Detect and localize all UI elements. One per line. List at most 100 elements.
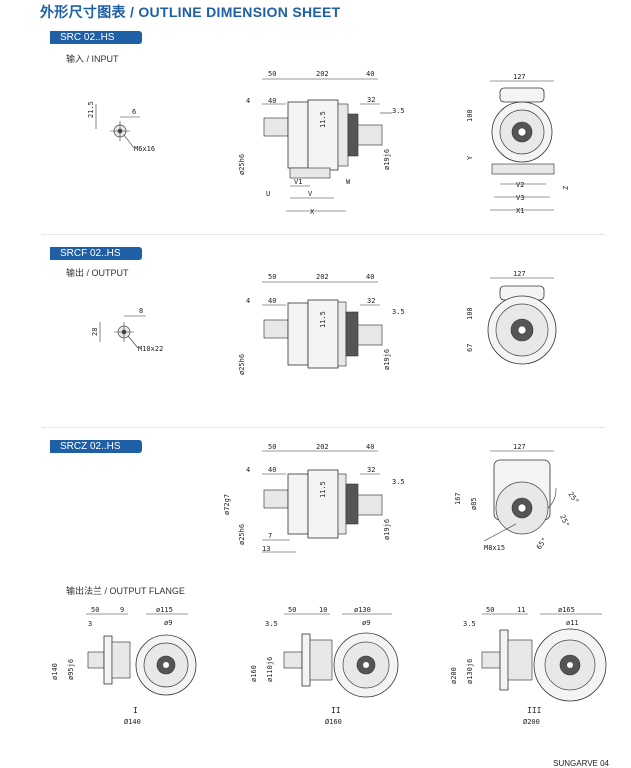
dim-label: 11 bbox=[517, 606, 525, 614]
dim-label: 6 bbox=[132, 108, 136, 116]
dim-label: 25° bbox=[558, 513, 571, 528]
dim-label: 50 bbox=[91, 606, 99, 614]
dim-label: 4 bbox=[246, 297, 250, 305]
dim-label: ø130j6 bbox=[466, 659, 474, 684]
page-title: 外形尺寸图表 / OUTLINE DIMENSION SHEET bbox=[40, 4, 341, 20]
srcf-front-view: 50 202 40 4 40 32 3.5 11.5 ø25h6 ø19j6 bbox=[238, 273, 405, 375]
dim-label: Z bbox=[562, 186, 570, 190]
dim-label: 3.5 bbox=[392, 308, 405, 316]
dim-label: V bbox=[308, 190, 313, 198]
dim-label: 32 bbox=[367, 96, 375, 104]
section-divider bbox=[42, 427, 605, 428]
dim-label: X1 bbox=[516, 207, 524, 215]
dim-label: M8x15 bbox=[484, 544, 505, 552]
dim-label: 40 bbox=[366, 443, 374, 451]
dim-label: ø85 bbox=[470, 497, 478, 510]
srcz-front-view: 50 202 40 4 40 32 3.5 11.5 ø72g7 ø25h6 ø… bbox=[223, 443, 405, 553]
dim-label: 13 bbox=[262, 545, 270, 553]
dim-label: ø200 bbox=[450, 667, 458, 684]
dim-label: 65° bbox=[535, 536, 549, 551]
flange-roman: I bbox=[133, 706, 138, 715]
dim-label: 3.5 bbox=[392, 107, 405, 115]
dim-label: X bbox=[310, 208, 315, 216]
dim-label: 8 bbox=[139, 307, 143, 315]
dim-label: ø130 bbox=[354, 606, 371, 614]
dim-label: ø11 bbox=[566, 619, 579, 627]
flange-diameter: Ø160 bbox=[325, 718, 342, 726]
dim-label: 202 bbox=[316, 70, 329, 78]
dim-label: V1 bbox=[294, 178, 302, 186]
dim-label: 50 bbox=[486, 606, 494, 614]
dim-label: ø25h6 bbox=[238, 524, 246, 545]
flange-diameter: Ø200 bbox=[523, 718, 540, 726]
dim-label: ø9 bbox=[362, 619, 370, 627]
flange-i-drawing: 50 9 ø115 3 ø9 ø140 ø95j6 I Ø140 bbox=[51, 606, 197, 726]
dim-label: U bbox=[266, 190, 270, 198]
dim-label: 40 bbox=[268, 97, 276, 105]
dim-label: W bbox=[346, 178, 351, 186]
dim-label: 21.5 bbox=[87, 101, 95, 118]
dim-label: 40 bbox=[268, 466, 276, 474]
dim-label: M10x22 bbox=[138, 345, 163, 353]
dim-label: 3.5 bbox=[265, 620, 278, 628]
dim-label: ø25h6 bbox=[238, 354, 246, 375]
dim-label: ø160 bbox=[250, 665, 258, 682]
dim-label: 167 bbox=[454, 492, 462, 505]
dim-label: 127 bbox=[513, 443, 526, 451]
flange-roman: II bbox=[331, 706, 341, 715]
dim-label: ø19j6 bbox=[383, 149, 391, 170]
dim-label: 127 bbox=[513, 73, 526, 81]
flange-section-title: 输出法兰 / OUTPUT FLANGE bbox=[66, 586, 185, 596]
dim-label: ø140 bbox=[51, 663, 59, 680]
dim-label: 3.5 bbox=[463, 620, 476, 628]
dim-label: 50 bbox=[288, 606, 296, 614]
src-key-detail: 21.5 6 M6x16 bbox=[87, 101, 155, 153]
dim-label: 11.5 bbox=[319, 481, 327, 498]
dim-label: 3.5 bbox=[392, 478, 405, 486]
src-side-view: 127 100 Y V2 V3 X1 Z bbox=[466, 73, 570, 215]
dim-label: ø25h6 bbox=[238, 154, 246, 175]
dim-label: V2 bbox=[516, 181, 524, 189]
dim-label: ø110j6 bbox=[266, 657, 274, 682]
dim-label: 11.5 bbox=[319, 111, 327, 128]
dim-label: 11.5 bbox=[319, 311, 327, 328]
dim-label: 3 bbox=[88, 620, 92, 628]
dim-label: 32 bbox=[367, 297, 375, 305]
dim-label: ø95j6 bbox=[67, 659, 75, 680]
section-subtitle-output: 输出 / OUTPUT bbox=[66, 268, 129, 278]
dim-label: ø165 bbox=[558, 606, 575, 614]
dim-label: V3 bbox=[516, 194, 524, 202]
section-divider bbox=[42, 234, 605, 235]
dim-label: 127 bbox=[513, 270, 526, 278]
dim-label: 100 bbox=[466, 307, 474, 320]
src-front-view: 50 202 40 4 40 32 3.5 11.5 ø25h6 ø19j6 V… bbox=[238, 70, 405, 216]
dim-label: M6x16 bbox=[134, 145, 155, 153]
dim-label: ø19j6 bbox=[383, 349, 391, 370]
dim-label: 40 bbox=[366, 70, 374, 78]
dim-label: 67 bbox=[466, 344, 474, 352]
section-badge-srcf: SRCF 02..HS bbox=[50, 247, 142, 260]
dim-label: 7 bbox=[268, 532, 272, 540]
srcf-key-detail: 28 8 M10x22 bbox=[91, 307, 163, 353]
dim-label: Y bbox=[466, 155, 474, 160]
dim-label: 40 bbox=[366, 273, 374, 281]
section-badge-srcz: SRCZ 02..HS bbox=[50, 440, 142, 453]
dim-label: 28 bbox=[91, 328, 99, 336]
dim-label: 50 bbox=[268, 443, 276, 451]
dim-label: 100 bbox=[466, 109, 474, 122]
dim-label: 202 bbox=[316, 273, 329, 281]
dim-label: ø19j6 bbox=[383, 519, 391, 540]
flange-roman: III bbox=[527, 706, 542, 715]
flange-diameter: Ø140 bbox=[124, 718, 141, 726]
srcz-side-view: 127 167 ø85 25° 25° 65° M8x15 bbox=[454, 443, 580, 552]
dim-label: 50 bbox=[268, 70, 276, 78]
dim-label: 10 bbox=[319, 606, 327, 614]
dim-label: 40 bbox=[268, 297, 276, 305]
flange-ii-drawing: 50 10 ø130 3.5 ø9 ø160 ø110j6 II Ø160 bbox=[250, 606, 399, 726]
srcf-side-view: 127 100 67 bbox=[466, 270, 557, 365]
dim-label: 9 bbox=[120, 606, 124, 614]
dim-label: 202 bbox=[316, 443, 329, 451]
dim-label: 50 bbox=[268, 273, 276, 281]
section-subtitle-input: 输入 / INPUT bbox=[66, 54, 119, 64]
